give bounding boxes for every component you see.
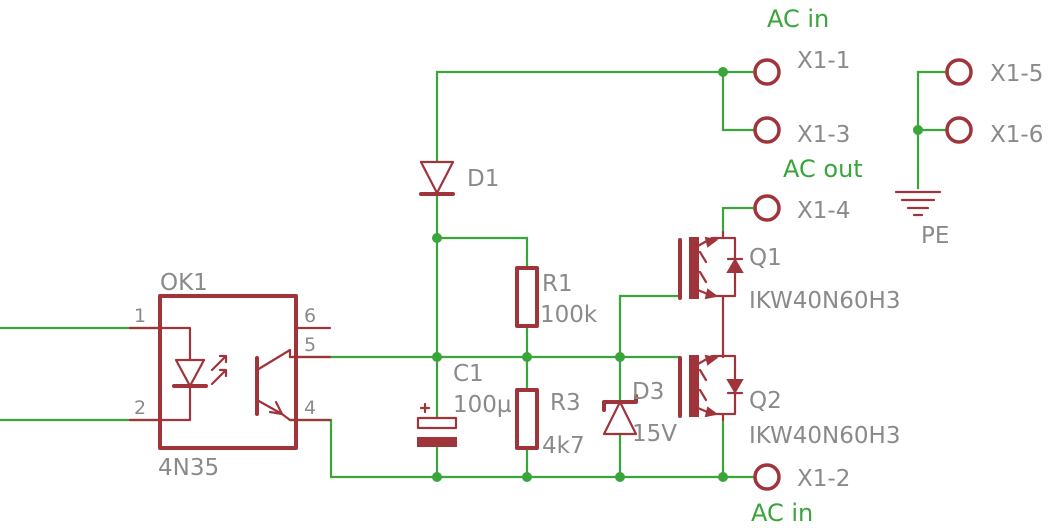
q1-name: Q1	[749, 245, 782, 271]
net-label-ac-in-bottom: AC in	[751, 499, 813, 527]
ok1-transistor-leads	[255, 348, 332, 422]
r1-value: 100k	[540, 302, 598, 328]
q1-channel	[689, 237, 699, 299]
ground-symbol	[894, 190, 942, 217]
wire-gate-node	[288, 294, 681, 402]
d3-bar	[602, 394, 638, 412]
wire-bottom-return	[288, 418, 757, 479]
ok1-emitter-arrow	[268, 400, 284, 416]
connector-pad-x1-6	[945, 116, 973, 144]
c1-plate-negative	[417, 437, 457, 447]
q2-channel	[689, 355, 699, 417]
ok1-led-triangle	[174, 358, 206, 388]
wire-ac-in-top	[435, 70, 757, 162]
ok1-pin-4: 4	[304, 397, 316, 419]
junction-dot	[432, 233, 442, 243]
r1-body	[515, 266, 539, 328]
ok1-pin-1: 1	[134, 305, 146, 327]
d1-triangle	[419, 160, 455, 195]
q2-leads	[696, 354, 737, 422]
q2-internal	[698, 368, 708, 402]
optocoupler-ok1: OK1 4N35 1 2 6 5 4	[128, 270, 332, 481]
connector-pad-x1-4	[753, 194, 781, 222]
d3-triangle	[602, 400, 638, 436]
ok1-name: OK1	[160, 270, 208, 296]
connector-label-x1-4: X1-4	[797, 198, 850, 224]
connector-pad-x1-3	[753, 116, 781, 144]
net-label-ac-in-top: AC in	[767, 5, 829, 33]
connector-pad-x1-5	[945, 58, 973, 86]
ok1-pin-6: 6	[304, 305, 316, 327]
q2-value: IKW40N60H3	[749, 423, 900, 449]
junction-dot	[718, 472, 728, 482]
junction-dot	[432, 472, 442, 482]
capacitor-c1: C1 100µ	[416, 361, 512, 447]
ok1-pin-5: 5	[304, 334, 316, 356]
ok1-body	[158, 294, 298, 450]
r1-name: R1	[542, 271, 573, 297]
resistor-r1: R1 100k	[515, 266, 598, 328]
ok1-value: 4N35	[158, 455, 219, 481]
ok1-pin-2: 2	[134, 397, 146, 419]
ok1-pin-leads-left	[128, 326, 162, 422]
net-label-ac-out: AC out	[783, 155, 863, 183]
c1-plus-sign	[419, 402, 431, 414]
r3-body	[515, 388, 539, 450]
q1-diode	[726, 258, 744, 273]
q1-leads	[696, 230, 737, 302]
junction-dot	[913, 125, 923, 135]
resistor-r3: R3 4k7	[515, 388, 585, 459]
connector-pad-x1-1	[753, 58, 781, 86]
junction-dot	[615, 472, 625, 482]
ok1-light-arrows	[210, 354, 228, 386]
zener-d3: D3 15V	[602, 379, 677, 447]
connector-label-x1-2: X1-2	[797, 466, 850, 492]
c1-value: 100µ	[453, 392, 512, 418]
junctions	[432, 67, 923, 482]
d3-name: D3	[632, 379, 664, 405]
q1-arrow	[704, 288, 719, 300]
c1-name: C1	[453, 361, 484, 387]
ground-pe: PE	[894, 190, 949, 249]
junction-dot	[522, 472, 532, 482]
junction-dot	[432, 352, 442, 362]
junction-dot	[522, 352, 532, 362]
junction-dot	[615, 352, 625, 362]
q1-value: IKW40N60H3	[749, 288, 900, 314]
wire-q1-collector	[721, 206, 757, 234]
q2-name: Q2	[749, 388, 782, 414]
q1-internal	[698, 250, 708, 284]
igbt-q1: Q1 IKW40N60H3	[678, 230, 900, 359]
connector-label-x1-6: X1-6	[990, 122, 1043, 148]
connector-label-x1-5: X1-5	[990, 61, 1043, 87]
ok1-led-leads	[158, 326, 192, 422]
junction-dot	[718, 67, 728, 77]
connector-label-x1-1: X1-1	[797, 48, 850, 74]
q2-diode	[726, 379, 744, 394]
diode-d1: D1	[419, 160, 499, 196]
c1-plate-positive	[416, 416, 458, 430]
d3-value: 15V	[632, 421, 677, 447]
d1-name: D1	[467, 166, 499, 192]
connector-pad-x1-2	[753, 463, 781, 491]
r3-name: R3	[550, 390, 581, 416]
net-labels: AC in AC out AC in	[751, 5, 863, 527]
q2-arrow-top	[704, 354, 719, 366]
q2-arrow	[704, 406, 719, 418]
ground-label: PE	[921, 223, 949, 249]
connectors: X1-1 X1-3 X1-4 X1-2 X1-5 X1-6	[753, 48, 1043, 492]
r3-value: 4k7	[542, 433, 585, 459]
wire-d1-to-r1	[435, 194, 529, 270]
q1-arrow-top	[704, 236, 719, 248]
connector-label-x1-3: X1-3	[797, 122, 850, 148]
igbt-q2: Q2 IKW40N60H3	[678, 354, 900, 449]
